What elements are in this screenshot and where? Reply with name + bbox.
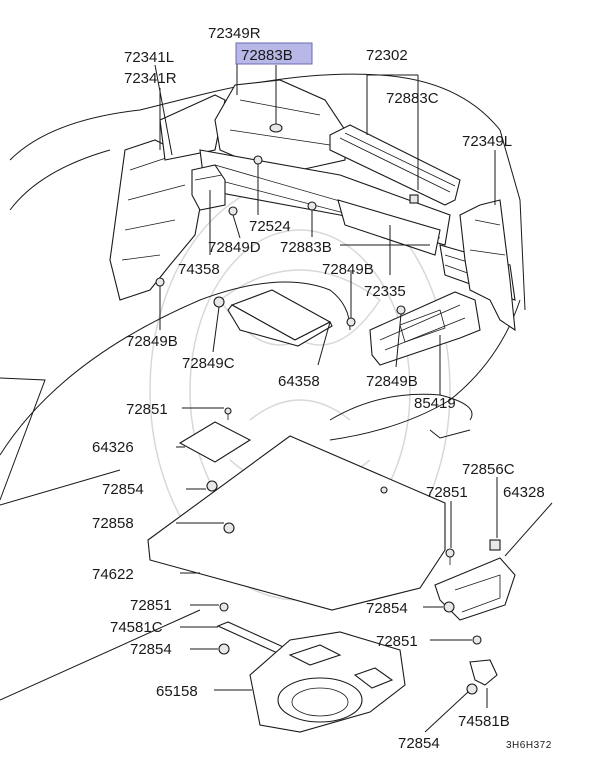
label-72854-d[interactable]: 72854 <box>398 735 440 752</box>
side-box-64328 <box>434 539 516 621</box>
label-72849D[interactable]: 72849D <box>208 239 261 256</box>
label-64358[interactable]: 64358 <box>278 373 320 390</box>
label-72883B[interactable]: 72883B <box>280 239 332 256</box>
spare-tire-tray-65158 <box>249 631 406 733</box>
label-72849B-a[interactable]: 72849B <box>322 261 374 278</box>
label-72883C[interactable]: 72883C <box>386 90 439 107</box>
diagram-code: 3H6H372 <box>506 740 552 751</box>
label-64328[interactable]: 64328 <box>503 484 545 501</box>
label-72349R[interactable]: 72349R <box>208 25 261 42</box>
label-72854-c[interactable]: 72854 <box>130 641 172 658</box>
label-74358[interactable]: 74358 <box>178 261 220 278</box>
label-72349L[interactable]: 72349L <box>462 133 512 150</box>
leader-lines <box>154 43 553 733</box>
label-72849B-c[interactable]: 72849B <box>366 373 418 390</box>
label-72851-d[interactable]: 72851 <box>376 633 418 650</box>
label-72858[interactable]: 72858 <box>92 515 134 532</box>
label-64326[interactable]: 64326 <box>92 439 134 456</box>
label-72856C[interactable]: 72856C <box>462 461 515 478</box>
label-72524[interactable]: 72524 <box>249 218 291 235</box>
trunk-trim-72349L <box>459 199 516 332</box>
cover-64358 <box>227 289 333 347</box>
label-74581B[interactable]: 74581B <box>458 713 510 730</box>
floor-board-74622 <box>147 435 446 611</box>
label-72341L[interactable]: 72341L <box>124 49 174 66</box>
label-72302[interactable]: 72302 <box>366 47 408 64</box>
bolts <box>206 480 482 695</box>
label-72335[interactable]: 72335 <box>364 283 406 300</box>
clips <box>155 155 419 327</box>
label-72854-b[interactable]: 72854 <box>366 600 408 617</box>
panel-64326 <box>178 407 252 463</box>
label-72849B-b[interactable]: 72849B <box>126 333 178 350</box>
bracket-85419 <box>369 291 481 366</box>
label-74622[interactable]: 74622 <box>92 566 134 583</box>
car-body-outline <box>0 73 526 701</box>
label-72341R[interactable]: 72341R <box>124 70 177 87</box>
label-72851-b[interactable]: 72851 <box>426 484 468 501</box>
highlighted-part-box <box>235 42 313 65</box>
label-85419[interactable]: 85419 <box>414 395 456 412</box>
label-72851-a[interactable]: 72851 <box>126 401 168 418</box>
label-72854-a[interactable]: 72854 <box>102 481 144 498</box>
label-72849C[interactable]: 72849C <box>182 355 235 372</box>
label-74581C[interactable]: 74581C <box>110 619 163 636</box>
block-74358 <box>191 164 226 211</box>
label-72883B-highlighted[interactable]: 72883B <box>241 47 293 64</box>
label-72851-c[interactable]: 72851 <box>130 597 172 614</box>
bracket-74581B <box>469 659 498 686</box>
label-65158[interactable]: 65158 <box>156 683 198 700</box>
